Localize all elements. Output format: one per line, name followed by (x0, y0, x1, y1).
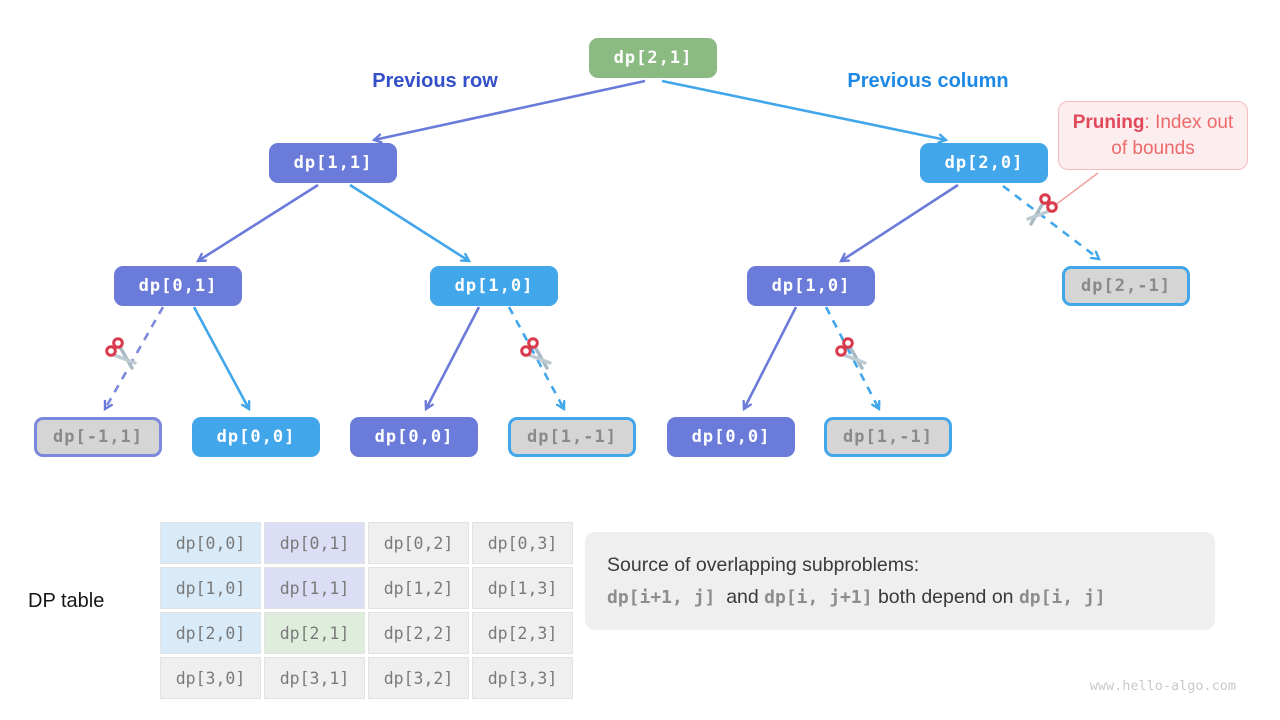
scissors-icon (105, 337, 137, 370)
dp-table-cell: dp[3,2] (368, 657, 469, 699)
dp-table-cell: dp[3,1] (264, 657, 365, 699)
edge-dp10r-to-dp1neg1-pruned (824, 306, 879, 409)
note-text-and: and (715, 586, 765, 609)
tree-node-dp2neg1-pruned: dp[2,-1] (1062, 266, 1190, 306)
dp-table: dp[0,0] dp[0,1] dp[0,2] dp[0,3] dp[1,0] … (157, 519, 576, 702)
dp-table-cell: dp[2,1] (264, 612, 365, 654)
dp-table-cell: dp[0,0] (160, 522, 261, 564)
node-label: dp[1,-1] (527, 427, 617, 447)
code-dp-i-j: dp[i, j] (1018, 587, 1106, 609)
edge-dp10l-to-dp00 (426, 306, 481, 409)
dp-table-cell: dp[2,0] (160, 612, 261, 654)
edge-dp11-to-dp10l (349, 183, 469, 261)
node-label: dp[1,-1] (843, 427, 933, 447)
edge-dp01-to-dp00 (192, 306, 249, 409)
node-label: dp[1,1] (293, 153, 373, 173)
dp-table-cell: dp[2,3] (472, 612, 573, 654)
node-label: dp[1,0] (454, 276, 534, 296)
dp-table-cell: dp[3,0] (160, 657, 261, 699)
note-text-depend: both depend on (872, 586, 1019, 609)
node-label: dp[-1,1] (53, 427, 143, 447)
dp-table-cell: dp[3,3] (472, 657, 573, 699)
dp-table-row: dp[3,0] dp[3,1] dp[3,2] dp[3,3] (160, 657, 573, 699)
overlapping-subproblems-note: Source of overlapping subproblems: dp[i+… (585, 532, 1215, 631)
tree-node-dp00-a: dp[0,0] (192, 417, 320, 457)
dp-table-cell: dp[1,3] (472, 567, 573, 609)
tree-node-dp1neg1-b-pruned: dp[1,-1] (824, 417, 952, 457)
pruning-callout-title: Pruning (1072, 112, 1145, 133)
node-label: dp[2,1] (613, 48, 693, 68)
dp-table-row: dp[2,0] dp[2,1] dp[2,2] dp[2,3] (160, 612, 573, 654)
tree-node-dp1neg1-a-pruned: dp[1,-1] (508, 417, 636, 457)
node-label: dp[0,0] (374, 427, 454, 447)
dp-table-cell: dp[0,2] (368, 522, 469, 564)
dp-table-cell: dp[2,2] (368, 612, 469, 654)
dp-table-label: DP table (28, 590, 105, 612)
tree-node-dp10-right: dp[1,0] (747, 266, 875, 306)
dp-table-row: dp[0,0] dp[0,1] dp[0,2] dp[0,3] (160, 522, 573, 564)
scissors-icon (1026, 193, 1058, 226)
node-label: dp[0,1] (138, 276, 218, 296)
tree-node-dpneg11-pruned: dp[-1,1] (34, 417, 162, 457)
tree-node-dp11: dp[1,1] (269, 143, 397, 183)
node-label: dp[2,-1] (1081, 276, 1171, 296)
tree-node-dp10-left: dp[1,0] (430, 266, 558, 306)
node-label: dp[0,0] (216, 427, 296, 447)
tree-node-dp21-root: dp[2,1] (589, 38, 717, 78)
code-dp-i1-j: dp[i+1, j] (607, 587, 716, 609)
edge-dp11-to-dp01 (198, 183, 319, 261)
scissors-icon (520, 337, 552, 370)
tree-node-dp20: dp[2,0] (920, 143, 1048, 183)
note-body: dp[i+1, j] and dp[i, j+1] both depend on… (607, 581, 1193, 613)
code-dp-i-j1: dp[i, j+1] (764, 587, 873, 609)
pruning-callout-text: : Index out of bounds (1111, 112, 1234, 159)
dp-table-cell: dp[1,1] (264, 567, 365, 609)
tree-node-dp00-c: dp[0,0] (667, 417, 795, 457)
previous-column-label: Previous column (847, 70, 1009, 92)
edge-root-to-dp20 (661, 79, 946, 140)
pruning-callout: Pruning: Index out of bounds (1058, 101, 1248, 171)
edge-dp20-to-dp10r (841, 183, 959, 261)
scissors-icon (835, 337, 867, 370)
note-heading: Source of overlapping subproblems: (607, 554, 920, 576)
watermark-url: www.hello-algo.com (1089, 678, 1236, 694)
edge-dp10r-to-dp00 (744, 306, 798, 409)
dp-table-cell: dp[1,2] (368, 567, 469, 609)
dp-table-row: dp[1,0] dp[1,1] dp[1,2] dp[1,3] (160, 567, 573, 609)
edge-dp01-to-dpneg11-pruned (105, 306, 165, 409)
node-label: dp[1,0] (771, 276, 851, 296)
tree-node-dp01: dp[0,1] (114, 266, 242, 306)
edge-dp20-to-dp2neg1-pruned (1002, 184, 1099, 259)
tree-node-dp00-b: dp[0,0] (350, 417, 478, 457)
previous-row-label: Previous row (372, 70, 498, 92)
edge-root-to-dp11 (374, 79, 646, 140)
dp-table-cell: dp[0,1] (264, 522, 365, 564)
dp-table-cell: dp[0,3] (472, 522, 573, 564)
edge-dp10l-to-dp1neg1-pruned (507, 306, 564, 409)
dp-table-cell: dp[1,0] (160, 567, 261, 609)
node-label: dp[0,0] (691, 427, 771, 447)
node-label: dp[2,0] (944, 153, 1024, 173)
callout-pointer-line (1053, 172, 1099, 207)
